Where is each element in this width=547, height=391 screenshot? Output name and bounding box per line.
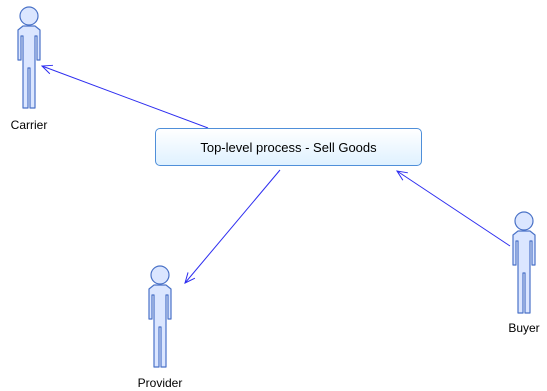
link-process-to-carrier[interactable] (40, 64, 209, 129)
actor-label-provider: Provider (137, 376, 183, 390)
link-process-to-provider[interactable] (184, 169, 281, 284)
process-label: Top-level process - Sell Goods (200, 139, 377, 155)
process-node[interactable]: Top-level process - Sell Goods (155, 128, 422, 166)
actor-label-carrier: Carrier (10, 118, 48, 132)
link-buyer-to-process[interactable] (395, 170, 511, 247)
actor-provider-icon[interactable] (148, 265, 172, 368)
actor-carrier-icon[interactable] (17, 6, 41, 109)
actor-label-buyer: Buyer (508, 321, 540, 335)
actor-buyer-icon[interactable] (512, 211, 536, 314)
